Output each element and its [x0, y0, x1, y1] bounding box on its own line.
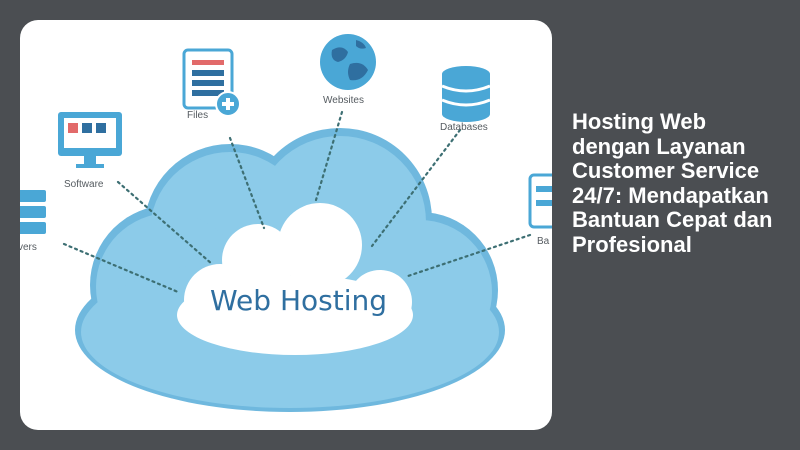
center-label: Web Hosting — [210, 284, 387, 317]
globe-icon — [320, 34, 376, 90]
web-hosting-diagram: Web Hosting Files — [20, 34, 552, 412]
files-label: Files — [187, 110, 208, 121]
databases-label: Databases — [440, 122, 488, 133]
websites-label: Websites — [323, 95, 364, 106]
cloud-shape — [75, 128, 505, 412]
files-icon — [182, 48, 241, 117]
illustration-card: Web Hosting Files — [20, 20, 552, 430]
software-label: Software — [64, 179, 104, 190]
servers-label: vers — [20, 242, 37, 253]
server-icon — [20, 190, 46, 234]
backup-icon — [528, 173, 552, 229]
backup-label: Ba — [537, 236, 550, 247]
connector-lines — [62, 110, 532, 294]
monitor-icon — [58, 112, 122, 168]
database-icon — [441, 66, 491, 122]
page-title: Hosting Web dengan Layanan Customer Serv… — [572, 109, 773, 257]
